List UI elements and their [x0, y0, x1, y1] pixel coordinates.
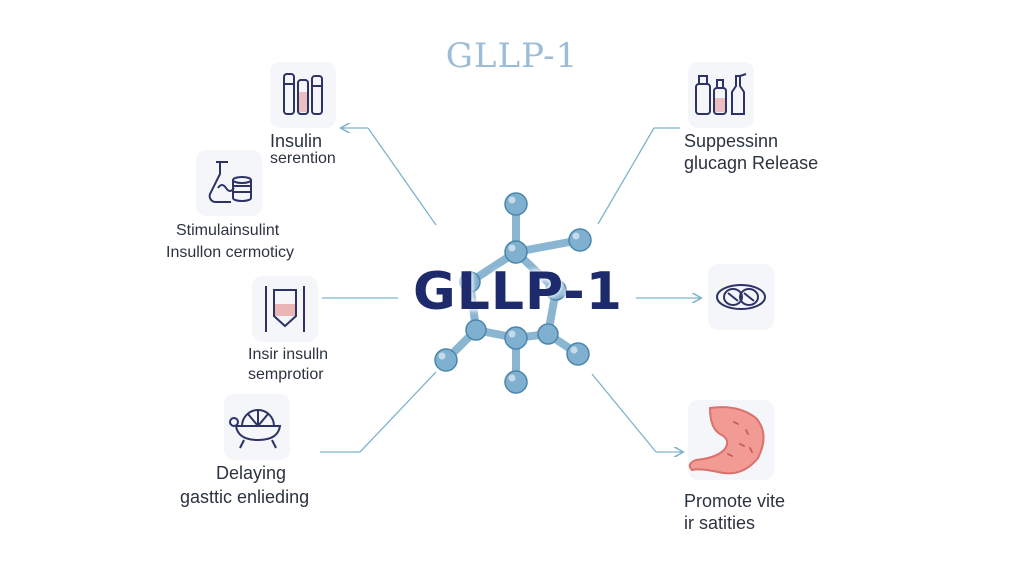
suppress-glucagon-sublabel: glucagn Release [684, 153, 819, 173]
atom-node [504, 326, 528, 350]
promote-satiety-sublabel: ir satities [684, 513, 756, 533]
stimulate-insulin-label: Stimulainsulint [176, 222, 280, 239]
atom-node [459, 271, 481, 293]
atom-node [504, 240, 528, 264]
insulin-pen-icon [252, 276, 318, 342]
atom-node [465, 319, 487, 341]
atom-node [504, 370, 528, 394]
atom-node [568, 228, 592, 252]
page-title: GLLP-1 [445, 36, 579, 76]
insulin-secretion-label: Insulin [270, 131, 323, 151]
stomach-icon [688, 400, 774, 480]
vials-icon [270, 62, 336, 128]
delaying-gastric-label: Delaying [216, 463, 287, 483]
delaying-gastric-sublabel: gasttic enlieding [180, 487, 310, 507]
atom-node [545, 279, 567, 301]
atom-node [434, 348, 458, 372]
stomach-bowl-icon [224, 394, 290, 460]
center-label: GLLP-1 [413, 262, 623, 322]
atom-node [566, 342, 590, 366]
atom-node [537, 323, 559, 345]
insulin-secretion-sublabel: serention [270, 150, 336, 167]
connector-insulin-secretion [367, 127, 437, 226]
stimulate-insulin-sublabel: Insullon cermoticy [166, 244, 295, 261]
suppress-glucagon-label: Suppessinn [684, 131, 779, 151]
bottles-icon [688, 62, 754, 128]
connector-suppress-glucagon [597, 127, 655, 225]
flask-coins-icon [196, 150, 262, 216]
intestine-icon [708, 264, 774, 330]
insir-insulin-sublabel: semprotior [248, 366, 324, 383]
atom-node [504, 192, 528, 216]
connector-satiety [591, 373, 657, 453]
connector-delaying-gastric [359, 371, 437, 453]
promote-satiety-label: Promote vite [684, 491, 786, 511]
insir-insulin-label: Insir insulln [248, 346, 329, 363]
